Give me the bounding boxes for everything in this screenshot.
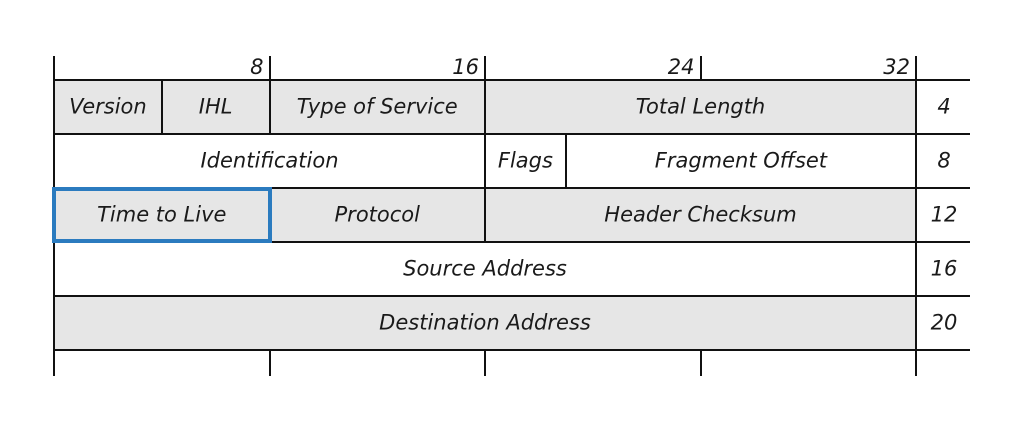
header-field (565, 134, 916, 188)
header-field (54, 296, 916, 350)
bit-position-label: 16 (452, 55, 479, 79)
byte-offset-label: 20 (930, 310, 958, 335)
header-field (54, 188, 270, 242)
header-field (54, 242, 916, 296)
row-divider-line (54, 295, 970, 297)
row-divider-line (54, 241, 970, 243)
ruler-tick-bottom (268, 350, 271, 376)
byte-offset-label: 12 (930, 202, 958, 227)
byte-offset-label: 8 (937, 148, 951, 173)
field-separator-line (268, 80, 271, 134)
header-field (485, 188, 916, 242)
bit-position-label: 32 (883, 55, 910, 79)
header-field (269, 188, 485, 242)
row-divider-line (54, 79, 970, 81)
field-separator-line (484, 134, 486, 188)
field-label: Source Address (403, 256, 567, 281)
field-label: Time to Live (97, 202, 227, 227)
ruler-tick-top (699, 56, 702, 80)
field-separator-line (160, 80, 163, 134)
ruler-tick-top (484, 56, 486, 80)
header-field (485, 134, 566, 188)
field-label: Version (69, 94, 147, 119)
bit-position-label: 8 (250, 55, 264, 79)
field-label: IHL (198, 94, 233, 119)
header-field (161, 80, 270, 134)
header-field (269, 80, 485, 134)
right-border-line (915, 56, 917, 376)
field-separator-line (484, 188, 486, 242)
field-label: Destination Address (379, 310, 591, 335)
byte-offset-label: 4 (937, 94, 951, 119)
field-label: Flags (497, 148, 553, 173)
field-label: Fragment Offset (654, 148, 828, 173)
header-field (485, 80, 916, 134)
field-label: Header Checksum (604, 202, 797, 227)
bit-position-label: 24 (667, 55, 695, 79)
field-label: Protocol (334, 202, 420, 227)
field-label: Total Length (635, 94, 766, 119)
header-field (54, 134, 485, 188)
row-divider-line (54, 349, 970, 351)
byte-offset-label: 16 (930, 256, 958, 281)
header-field (54, 80, 162, 134)
row-divider-line (54, 187, 970, 189)
ruler-tick-top (268, 56, 271, 80)
field-label: Type of Service (296, 94, 458, 119)
field-label: Identification (200, 148, 339, 173)
selected-field-highlight (52, 187, 272, 243)
row-divider-line (54, 133, 970, 135)
field-separator-line (564, 134, 567, 188)
ruler-tick-bottom (699, 350, 702, 376)
field-separator-line (484, 80, 486, 134)
ruler-tick-bottom (484, 350, 486, 376)
